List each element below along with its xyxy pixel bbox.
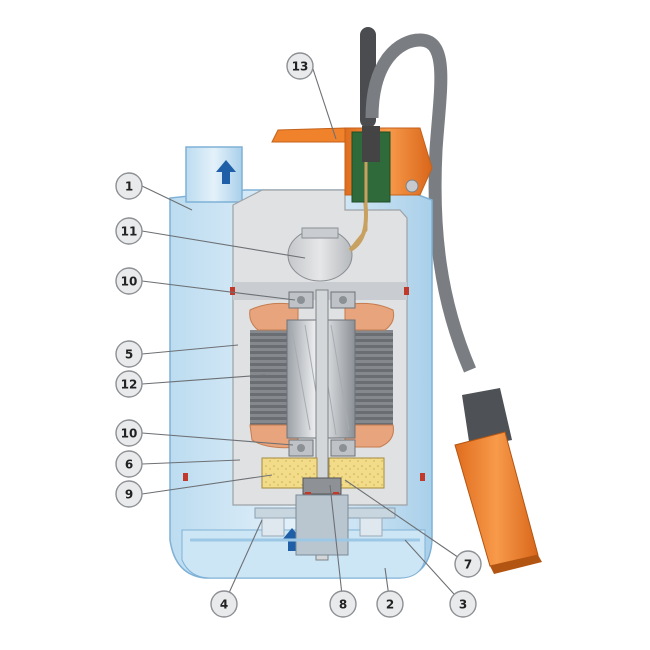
callout-label: 10 — [121, 275, 138, 289]
callout-circle — [286, 52, 314, 80]
callout-5: 10 — [115, 419, 143, 447]
callout-label: 7 — [464, 558, 472, 572]
callout-circle — [115, 419, 143, 447]
leader-lines — [141, 65, 469, 605]
callout-label: 9 — [125, 488, 133, 502]
callout-circle — [115, 370, 143, 398]
float-cable — [365, 33, 476, 373]
callout-label: 5 — [125, 348, 133, 362]
callout-label: 11 — [121, 225, 138, 239]
callout-circle — [376, 590, 404, 618]
impeller — [254, 494, 396, 556]
callout-11: 2 — [376, 590, 404, 618]
callout-label: 4 — [220, 598, 228, 612]
callout-circle — [115, 480, 143, 508]
discharge-outlet — [185, 146, 243, 203]
o-rings — [183, 287, 425, 481]
callout-circle — [115, 450, 143, 478]
callout-label: 1 — [125, 180, 133, 194]
callout-13: 4 — [210, 590, 238, 618]
callout-12: 8 — [329, 590, 357, 618]
callout-circle — [115, 217, 143, 245]
flow-arrow-up — [216, 160, 236, 184]
upper-bearing — [288, 291, 356, 309]
callout-3: 5 — [115, 340, 143, 368]
callout-2: 10 — [115, 267, 143, 295]
callout-circle — [210, 590, 238, 618]
callout-10: 3 — [449, 590, 477, 618]
callout-label: 8 — [339, 598, 347, 612]
handle — [271, 126, 433, 251]
callout-label: 3 — [459, 598, 467, 612]
callout-6: 6 — [115, 450, 143, 478]
callout-1: 11 — [115, 217, 143, 245]
lower-bearing — [288, 439, 356, 457]
callout-label: 13 — [292, 60, 309, 74]
callout-circle — [454, 550, 482, 578]
callout-7: 9 — [115, 480, 143, 508]
callout-4: 12 — [115, 370, 143, 398]
callout-circle — [329, 590, 357, 618]
callout-8: 13 — [286, 52, 314, 80]
callout-label: 6 — [125, 458, 133, 472]
callout-0: 1 — [115, 172, 143, 200]
callout-circle — [449, 590, 477, 618]
callout-circle — [115, 172, 143, 200]
callout-label: 12 — [121, 378, 138, 392]
callout-circle — [115, 267, 143, 295]
float-switch — [454, 388, 542, 574]
callout-label: 2 — [386, 598, 394, 612]
callout-9: 7 — [454, 550, 482, 578]
callout-label: 10 — [121, 427, 138, 441]
callout-circle — [115, 340, 143, 368]
